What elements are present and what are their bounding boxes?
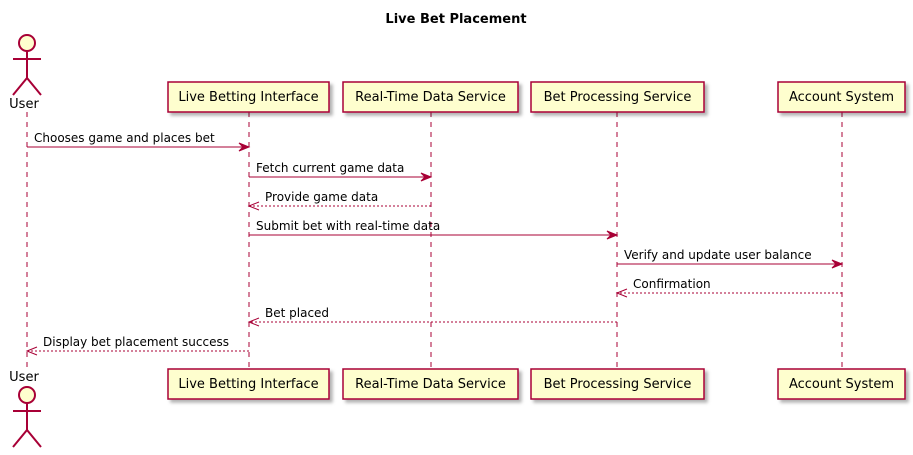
- participant-label: Real-Time Data Service: [355, 377, 506, 392]
- message-label: Verify and update user balance: [624, 248, 812, 262]
- participant-box: [342, 81, 519, 113]
- participant-label: Bet Processing Service: [544, 377, 692, 392]
- participant-lbi-bottom: Live Betting Interface: [167, 368, 330, 400]
- participant-box: [530, 81, 705, 113]
- message-8: Display bet placement success: [25, 335, 249, 356]
- arrowhead-open: [247, 201, 260, 211]
- participant-label: Account System: [789, 377, 894, 392]
- message-label: Chooses game and places bet: [34, 131, 215, 145]
- participant-box: [777, 368, 906, 400]
- actor-top: User: [9, 34, 42, 112]
- actor-legs: [12, 76, 42, 96]
- message-2: Fetch current game data: [249, 161, 433, 182]
- actor-bottom-wrap: User: [9, 370, 42, 448]
- actor-label-top: User: [9, 97, 39, 112]
- message-1: Chooses game and places bet: [27, 131, 251, 152]
- message-3: Provide game data: [247, 190, 431, 211]
- participant-label: Bet Processing Service: [544, 90, 692, 105]
- actor-head: [18, 34, 36, 52]
- message-label: Display bet placement success: [43, 335, 229, 349]
- arrowhead-open: [615, 288, 628, 298]
- message-4: Submit bet with real-time data: [249, 219, 619, 240]
- message-6: Confirmation: [615, 277, 842, 298]
- message-label: Confirmation: [633, 277, 711, 291]
- participant-box: [777, 81, 906, 113]
- participant-bps-bottom: Bet Processing Service: [530, 368, 705, 400]
- participant-label: Real-Time Data Service: [355, 90, 506, 105]
- message-label: Provide game data: [265, 190, 378, 204]
- arrowhead-open: [247, 317, 260, 327]
- participant-rtds-bottom: Real-Time Data Service: [342, 368, 519, 400]
- participant-bps-top: Bet Processing Service: [530, 81, 705, 113]
- participant-box: [167, 81, 330, 113]
- arrowhead-filled: [606, 230, 619, 240]
- message-label: Bet placed: [265, 306, 329, 320]
- participant-acc-top: Account System: [777, 81, 906, 113]
- message-label: Submit bet with real-time data: [256, 219, 440, 233]
- participant-label: Live Betting Interface: [178, 377, 318, 392]
- participant-box: [167, 368, 330, 400]
- message-5: Verify and update user balance: [617, 248, 844, 269]
- diagram-title: Live Bet Placement: [385, 12, 526, 27]
- message-7: Bet placed: [247, 306, 617, 327]
- actor-head: [18, 386, 36, 404]
- arrowhead-filled: [238, 142, 251, 152]
- participant-label: Live Betting Interface: [178, 90, 318, 105]
- arrowhead-filled: [831, 259, 844, 269]
- arrowhead-open: [25, 346, 38, 356]
- participant-label: Account System: [789, 90, 894, 105]
- participant-box: [530, 368, 705, 400]
- participant-rtds-top: Real-Time Data Service: [342, 81, 519, 113]
- message-label: Fetch current game data: [256, 161, 404, 175]
- actor-legs: [12, 428, 42, 448]
- participant-lbi-top: Live Betting Interface: [167, 81, 330, 113]
- arrowhead-filled: [420, 172, 433, 182]
- participant-acc-bottom: Account System: [777, 368, 906, 400]
- participant-box: [342, 368, 519, 400]
- actor-label-bottom: User: [9, 370, 39, 385]
